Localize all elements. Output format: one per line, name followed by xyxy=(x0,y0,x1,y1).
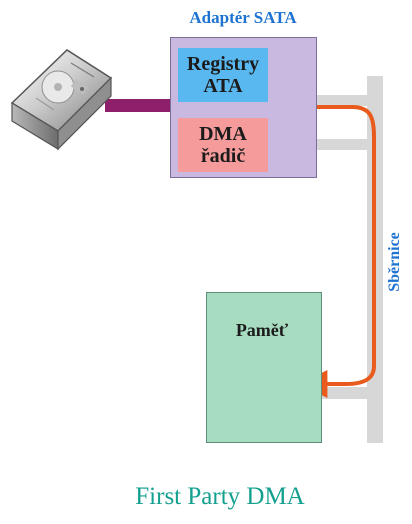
ata-registers-box: Registry ATA xyxy=(178,48,268,102)
ata-registers-line-2: ATA xyxy=(203,75,243,97)
bus-label-text: Sběrnice xyxy=(386,232,404,292)
footer-title: First Party DMA xyxy=(135,483,305,510)
dma-controller-line-2: řadič xyxy=(200,145,246,167)
hdd-cable xyxy=(105,99,170,112)
bus-to-adapter-lower xyxy=(280,139,367,150)
dma-controller-line-1: DMA xyxy=(199,123,247,145)
adapter-title: Adaptér SATA xyxy=(189,8,297,27)
memory-box xyxy=(206,292,322,443)
hard-disk-icon xyxy=(10,49,113,151)
bus-label: Sběrnice xyxy=(386,218,404,306)
ata-registers-line-1: Registry xyxy=(186,53,260,75)
bus-to-adapter-upper xyxy=(280,95,367,106)
dma-controller-box: DMA řadič xyxy=(178,118,268,172)
memory-label: Paměť xyxy=(235,320,289,340)
bus-to-memory xyxy=(322,387,367,399)
